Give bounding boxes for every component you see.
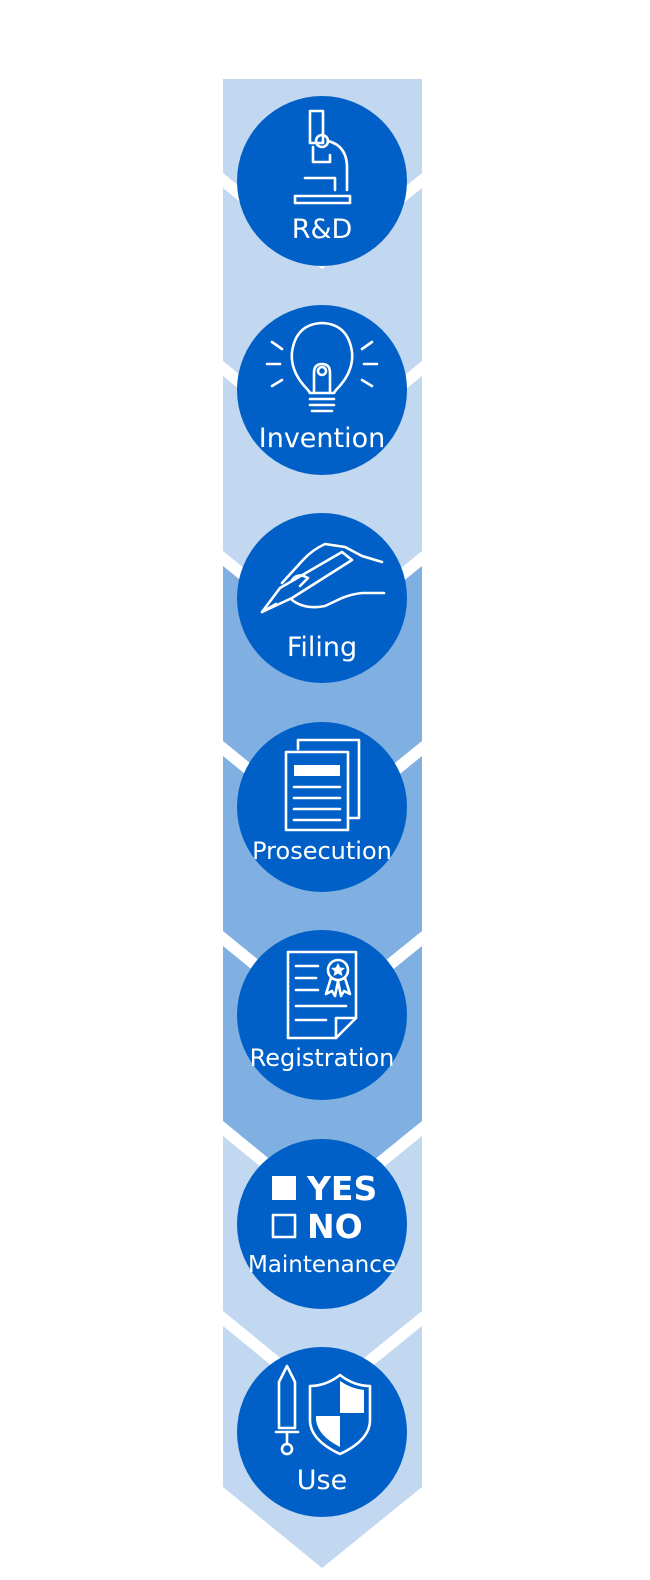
step-label: Registration xyxy=(250,1044,395,1072)
step-label: R&D xyxy=(292,214,353,245)
microscope-icon xyxy=(293,109,352,205)
empty-box-icon xyxy=(271,1213,297,1239)
checkbox-icon: YES NO xyxy=(271,1169,377,1246)
step-circle xyxy=(237,722,407,892)
step-label: Maintenance xyxy=(248,1252,396,1278)
step-label: Filing xyxy=(287,632,357,663)
step-circle xyxy=(237,96,407,266)
step-circle xyxy=(237,930,407,1100)
step-prosecution: Prosecution xyxy=(237,722,407,892)
checked-box-icon xyxy=(272,1176,296,1200)
option-yes: YES xyxy=(306,1169,377,1208)
step-invention: Invention xyxy=(237,305,407,475)
lightbulb-icon xyxy=(265,321,379,413)
step-label: Prosecution xyxy=(252,837,392,865)
step-use: Use xyxy=(237,1347,407,1517)
step-filing: Filing xyxy=(237,513,407,683)
step-maintenance: YES NO Maintenance xyxy=(237,1139,407,1309)
option-no: NO xyxy=(307,1207,363,1246)
step-rd: R&D xyxy=(237,96,407,266)
sword-shield-icon xyxy=(274,1364,372,1456)
certificate-icon xyxy=(286,950,358,1040)
documents-icon xyxy=(284,738,361,832)
step-label: Use xyxy=(297,1465,347,1496)
step-label: Invention xyxy=(259,423,386,454)
step-registration: Registration xyxy=(237,930,407,1100)
pen-hand-icon xyxy=(260,542,386,614)
